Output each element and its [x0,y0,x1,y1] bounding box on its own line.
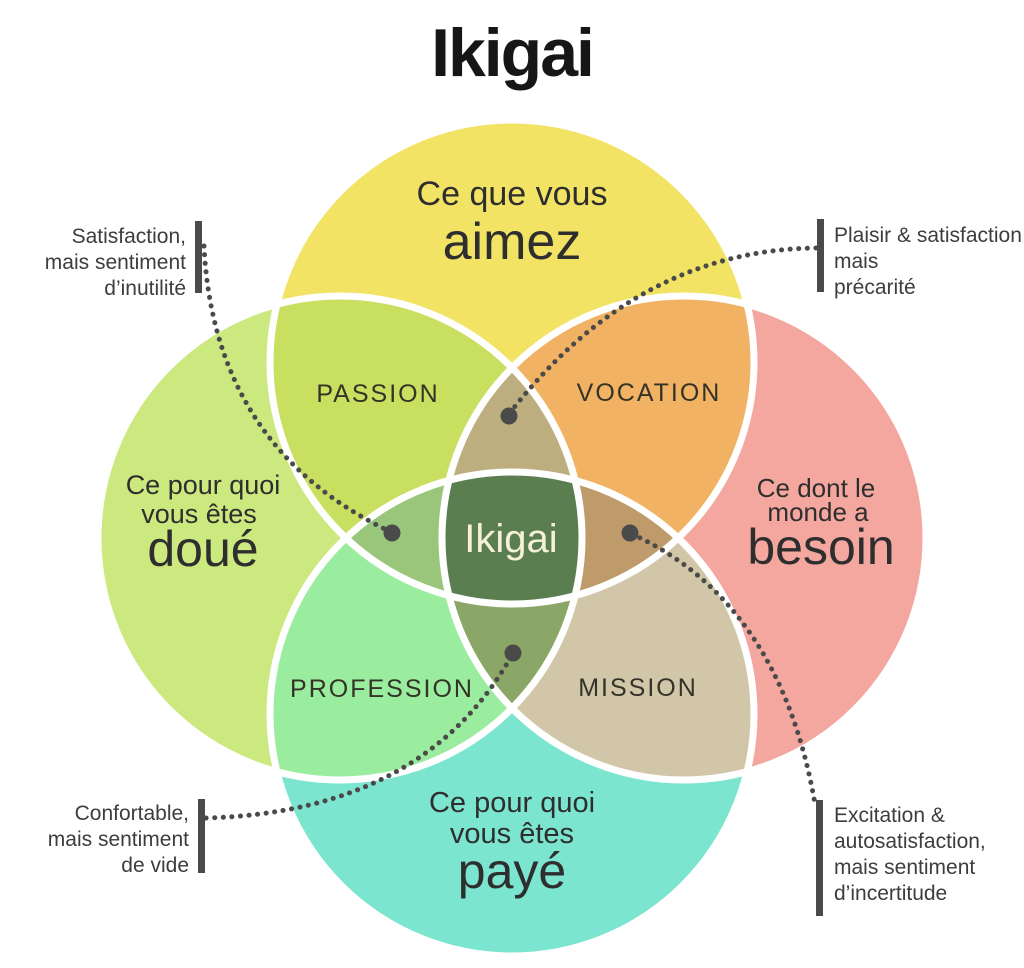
circle-right-outline [438,292,930,784]
annotation-top-right-line3: précarité [834,276,916,299]
annotation-bottom-left-line2: mais sentiment [48,828,189,851]
connector-top-left-dot [383,524,401,542]
connector-bottom-left-line [203,652,515,821]
label-top-line1: Ce que vous [417,175,608,213]
circle-outlines [94,116,930,960]
connector-top-left-line [201,243,394,535]
annotation-bar-top-right [817,219,824,292]
circle-left-outline [94,292,586,784]
label-right-line1: Ce dont le [757,473,876,503]
label-passion: PASSION [316,380,439,408]
annotation-top-right: Plaisir & satisfaction mais précarité [834,224,1022,299]
annotation-top-left-line3: d’inutilité [104,277,186,300]
annotation-bar-bottom-left [198,799,205,873]
label-bottom-line1: Ce pour quoi [429,787,595,819]
label-vocation: VOCATION [577,379,722,407]
annotation-bottom-left-line3: de vide [121,854,189,877]
connector-top-right-line [506,245,819,417]
circle-labels: Ce que vous aimez Ce pour quoi vous êtes… [126,175,895,899]
annotation-bottom-right: Excitation & autosatisfaction, mais sent… [834,804,986,905]
connector-top-right-dot [500,407,518,425]
annotation-bottom-left: Confortable, mais sentiment de vide [48,802,189,877]
label-bottom-emphasis: payé [458,843,566,899]
label-left-line1: Ce pour quoi [126,470,281,500]
label-top-emphasis: aimez [443,213,582,271]
page-title: Ikigai [431,15,593,91]
annotation-bottom-right-line4: d’incertitude [834,882,947,905]
circle-top-outline [266,116,758,608]
label-right-line2: monde a [767,497,869,527]
label-left-emphasis: doué [147,521,258,577]
overlap-labels: PASSION VOCATION PROFESSION MISSION Ikig… [290,379,722,703]
annotation-bottom-right-line2: autosatisfaction, [834,830,986,853]
connector-bottom-left-dot [504,644,522,662]
label-right-emphasis: besoin [747,519,894,575]
annotation-top-right-line2: mais [834,250,878,273]
label-left-line2: vous êtes [141,499,257,529]
annotation-bottom-left-line1: Confortable, [75,802,189,825]
annotation-top-left: Satisfaction, mais sentiment d’inutilité [45,225,186,300]
label-center-ikigai: Ikigai [464,517,557,561]
label-profession: PROFESSION [290,675,474,703]
annotations: Satisfaction, mais sentiment d’inutilité… [45,224,1022,905]
circle-bottom-outline [266,468,758,960]
annotation-bottom-right-line3: mais sentiment [834,856,975,879]
annotation-bar-top-left [195,221,202,293]
annotation-top-right-line1: Plaisir & satisfaction [834,224,1022,247]
label-mission: MISSION [578,674,698,702]
label-bottom-line2: vous êtes [450,818,574,850]
connectors [195,219,824,916]
connector-bottom-right-dot [621,524,639,542]
annotation-top-left-line1: Satisfaction, [72,225,186,248]
annotation-bottom-right-line1: Excitation & [834,804,945,827]
annotation-top-left-line2: mais sentiment [45,251,186,274]
connector-bottom-right-line [629,531,818,807]
annotation-bar-bottom-right [816,800,823,916]
